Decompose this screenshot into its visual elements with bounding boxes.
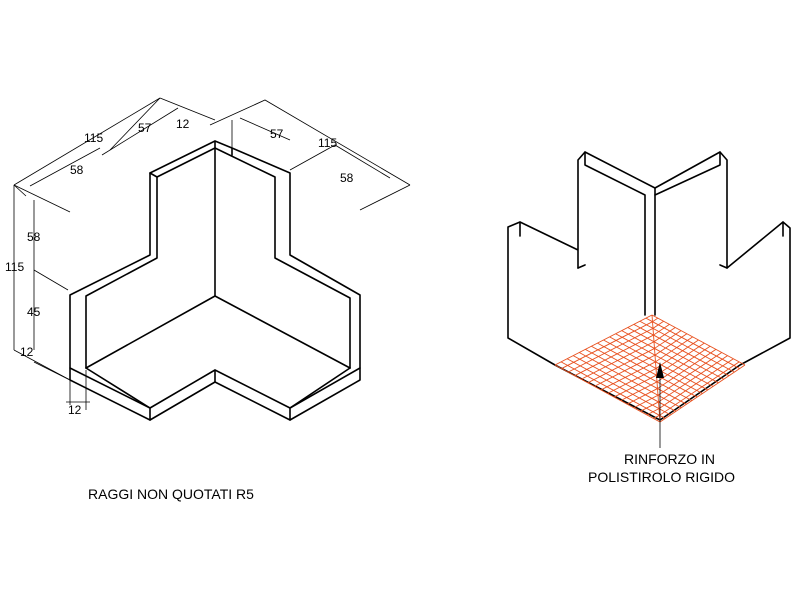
leader-arrow-icon [656, 362, 664, 378]
dim-height-middle: 45 [27, 305, 41, 319]
reinforcement-hatch [554, 314, 746, 423]
hatch-line [600, 361, 656, 391]
hatch-line [597, 342, 657, 376]
hatch-line [658, 408, 671, 416]
hatch-line [654, 354, 714, 387]
hatch-line [656, 381, 693, 402]
hatch-line [654, 348, 719, 384]
hatch-line [655, 361, 709, 391]
hatch-line [655, 336, 693, 363]
hatch-line [561, 321, 653, 369]
hatch-line [609, 336, 656, 363]
hatch-line [653, 414, 660, 419]
hatch-line [657, 349, 717, 389]
hatch-line [626, 388, 658, 405]
hatch-line [652, 317, 659, 323]
corner-block-outline [69, 140, 361, 421]
dimension-values: 115 57 12 57 115 58 58 115 58 45 12 12 [5, 117, 354, 417]
hatch-line [652, 327, 735, 373]
hatch-line [654, 330, 682, 349]
dim-inner-left: 57 [138, 121, 152, 135]
dim-depth-right: 58 [340, 171, 354, 185]
hatch-line [585, 348, 658, 389]
hatch-line [653, 341, 724, 380]
reinforced-corner-outline [507, 151, 791, 421]
hatch-line [567, 327, 654, 373]
hatch-line [640, 401, 659, 412]
dim-total-width-left: 115 [84, 131, 103, 145]
hatch-line [652, 321, 740, 369]
hatch-line [621, 330, 655, 349]
dim-total-height: 115 [5, 260, 24, 274]
hatch-line [594, 354, 656, 387]
dim-inner-right: 57 [270, 127, 284, 141]
hatch-line [653, 324, 670, 336]
dim-base-thickness: 12 [68, 403, 82, 417]
hatch-line [587, 348, 655, 384]
reinforcement-label-line2: POLISTIROLO RIGIDO [588, 469, 735, 485]
hatch-line [656, 342, 705, 376]
hatch-line [657, 394, 682, 409]
hatch-line [633, 394, 659, 409]
dimension-lines [13, 97, 411, 410]
dim-height-base: 12 [20, 345, 34, 359]
hatch-line [659, 414, 666, 419]
hatch-line [620, 381, 658, 402]
hatch-line [645, 317, 653, 323]
radius-note: RAGGI NON QUOTATI R5 [88, 486, 254, 502]
hatch-line [560, 361, 660, 416]
hatch-line [581, 341, 655, 380]
hatch-line [607, 368, 657, 394]
hatch-line [572, 355, 659, 403]
hatch-line [633, 323, 654, 336]
hatch-line [659, 361, 740, 416]
left-isometric-view: 115 57 12 57 115 58 58 115 58 45 12 12 R… [5, 97, 411, 502]
dim-depth-left: 58 [70, 163, 84, 177]
hatch-line [655, 368, 703, 394]
dim-thickness-top: 12 [176, 117, 190, 131]
hatch-line [646, 408, 660, 416]
dim-total-width-right: 115 [318, 136, 337, 150]
hatch-line [656, 374, 698, 398]
reinforcement-label-line1: RINFORZO IN [624, 451, 715, 467]
hatch-line [574, 334, 654, 377]
hatch-line [653, 334, 730, 377]
right-isometric-view: RINFORZO IN POLISTIROLO RIGIDO [507, 151, 791, 485]
hatch-line [613, 374, 657, 398]
hatch-line [658, 355, 728, 403]
hatch-line [657, 388, 687, 405]
dim-height-upper: 58 [27, 230, 41, 244]
reinforcement-leader [656, 362, 664, 448]
hatch-line [658, 401, 677, 412]
